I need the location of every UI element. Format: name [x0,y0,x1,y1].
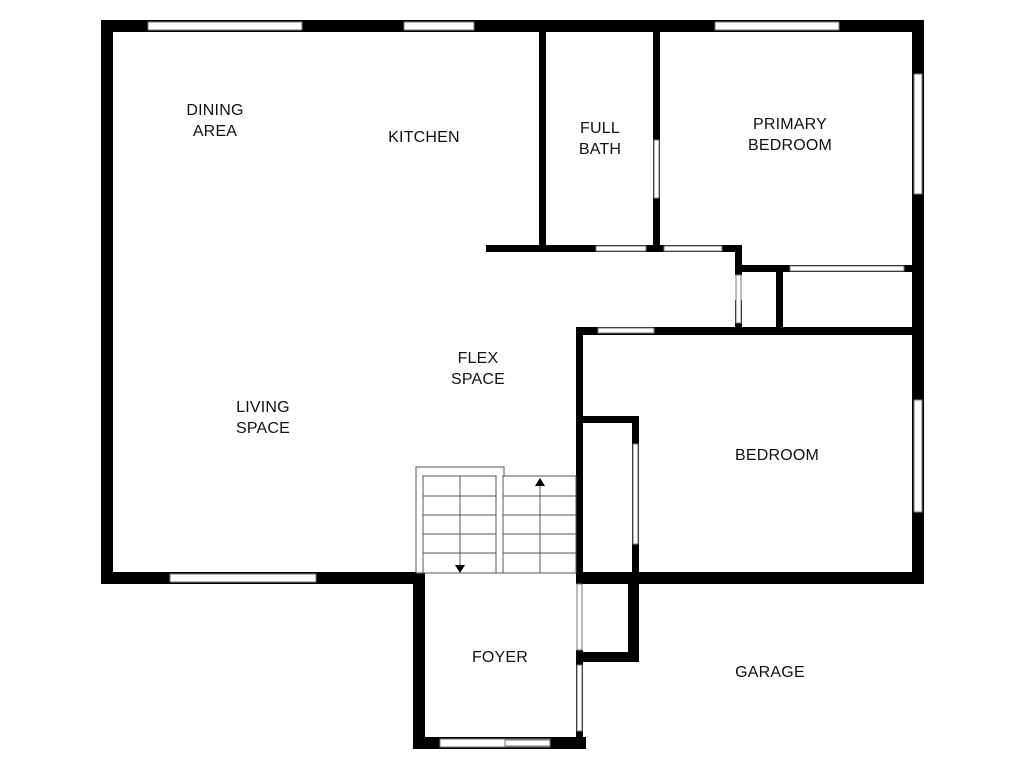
door-bath [595,245,647,252]
wall-left [101,20,113,584]
flex-space-line1: FLEX [457,350,499,367]
door-primary-side [653,139,660,199]
room-label-full-bath: FULL BATH [560,118,640,160]
room-label-bedroom: BEDROOM [722,445,832,466]
window-kitchen [403,21,475,31]
room-label-flex-space: FLEX SPACE [438,348,518,390]
wall-bath-left [539,32,546,250]
room-label-primary-bedroom: PRIMARY BEDROOM [735,114,845,156]
room-label-dining-area: DINING AREA [175,100,255,142]
door-closet-side [735,274,742,324]
stairs [415,466,577,574]
window-primary-right [913,73,923,195]
wall-garage-step-v [628,572,639,662]
wall-hall-jog [735,245,742,275]
arrow-down-icon [455,565,465,573]
garage-line1: GARAGE [735,664,805,681]
door-closet-top [789,265,905,272]
flex-space-line2: SPACE [450,371,506,388]
wall-bedroom-left [576,327,583,584]
arrow-up-icon [535,478,545,486]
wall-bottom-right [576,572,924,584]
wall-garage-step-h [576,652,639,662]
living-space-line1: LIVING [236,399,290,416]
window-dining [147,21,303,31]
bedroom-line1: BEDROOM [734,447,820,464]
door-foyer-lower [576,664,583,732]
living-space-line2: SPACE [235,420,291,437]
wall-closet2-top [576,416,639,423]
door-bedroom [597,327,655,334]
primary-bedroom-line2: BEDROOM [747,137,833,154]
door-foyer-side [576,583,583,651]
full-bath-line1: FULL [580,120,620,137]
windows-and-openings [147,21,923,748]
window-foyer-inner [504,739,551,747]
full-bath-line2: BATH [578,141,622,158]
room-label-kitchen: KITCHEN [374,127,474,148]
window-living [169,573,317,583]
door-bedroom-closet [632,443,639,545]
window-primary-top [714,21,840,31]
dining-area-line2: AREA [192,123,238,140]
room-label-garage: GARAGE [720,662,820,683]
kitchen-line1: KITCHEN [388,129,460,146]
room-label-foyer: FOYER [460,647,540,668]
wall-closet-divider [776,265,783,331]
wall-bedroom-top [576,327,913,335]
room-label-living-space: LIVING SPACE [223,397,303,439]
foyer-line1: FOYER [471,649,529,666]
dining-area-line1: DINING [186,102,244,119]
wall-foyer-left [413,572,425,749]
window-bedroom-right [913,399,923,513]
primary-bedroom-line1: PRIMARY [752,116,827,133]
door-primary [663,245,723,252]
